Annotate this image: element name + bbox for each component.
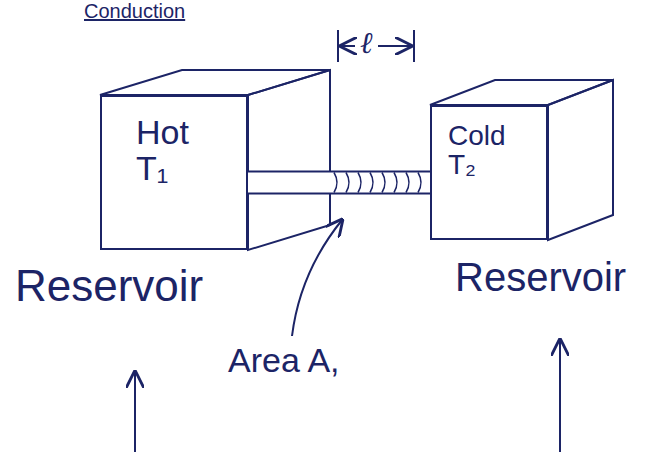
part-label: Reservoir (455, 255, 626, 299)
rod-ring (334, 173, 337, 193)
reservoir-box: Hot T₁ (100, 95, 248, 250)
pointer-arrow (559, 340, 561, 452)
part-label: Reservoir (15, 262, 203, 310)
rod-group (248, 173, 430, 193)
dimension-label: ℓ (360, 26, 373, 59)
reservoir-label: Hot T₁ (136, 115, 189, 186)
dimension-bar (413, 30, 415, 62)
callout-label: Area A, (228, 342, 340, 379)
rod-ring (394, 173, 397, 193)
dimension-arrow (378, 45, 411, 47)
rod-inner (248, 173, 430, 193)
rod-ring (358, 173, 361, 193)
rod-ring (406, 173, 409, 193)
dimension-bar (337, 30, 339, 62)
rod-ring (418, 173, 421, 193)
rod-ring (346, 173, 349, 193)
cube-top-face (430, 80, 613, 105)
conducting-rod (248, 171, 430, 195)
pointer-arrow (134, 372, 136, 452)
cube-top-face (100, 70, 330, 95)
cube-side-face (248, 70, 330, 250)
cube-side-face (548, 80, 613, 240)
dimension-arrow (341, 45, 355, 47)
rod-ring (382, 173, 385, 193)
diagram-title: Conduction (84, 0, 185, 22)
reservoir-box: Cold T₂ (430, 105, 548, 240)
rod-ring (370, 173, 373, 193)
leader-line (292, 220, 342, 336)
reservoir-label: Cold T₂ (448, 121, 506, 180)
